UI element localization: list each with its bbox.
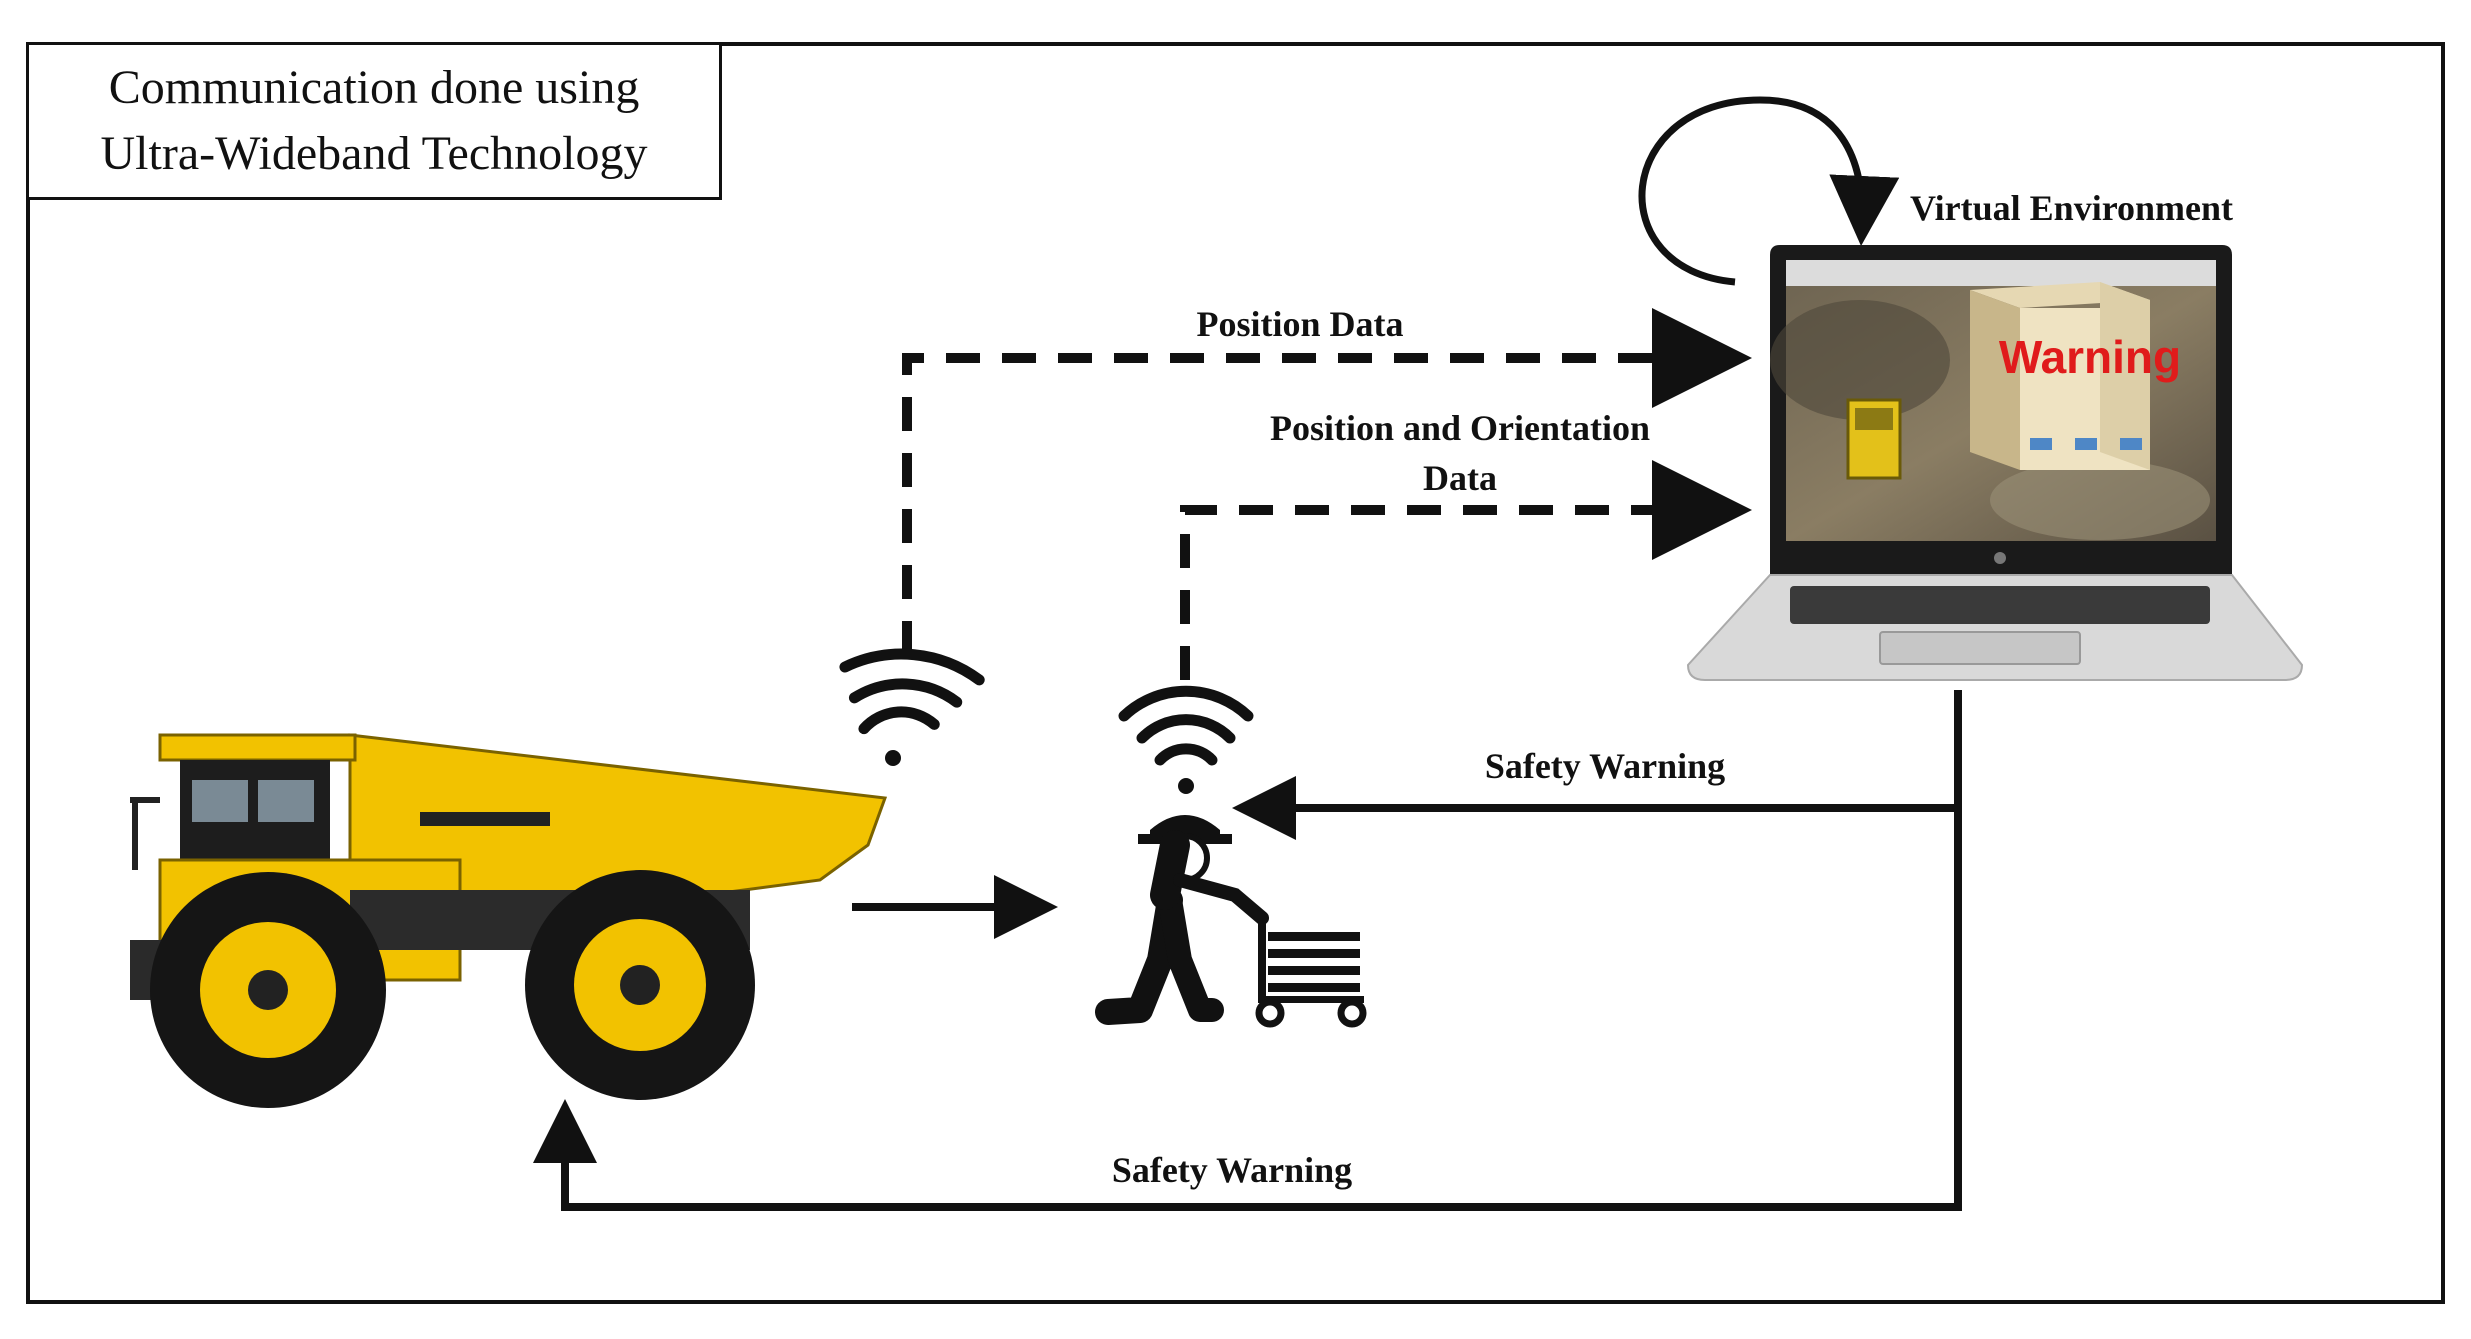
safety-warning-truck-link <box>533 808 1962 1211</box>
virtual-warning-zone <box>1970 282 2150 470</box>
legend-line-2: Ultra-Wideband Technology <box>100 127 648 180</box>
laptop-screen-titlebar <box>1786 260 2216 286</box>
virtual-truck-icon <box>1846 398 1902 480</box>
position-orientation-label-line-2: Data <box>1423 458 1497 498</box>
position-orientation-label-line-1: Position and Orientation <box>1270 408 1650 448</box>
haul-truck-icon <box>130 733 888 1108</box>
legend-line-1: Communication done using <box>108 61 640 114</box>
truck-wifi-icon <box>839 648 985 766</box>
laptop-icon: Warning <box>1686 245 2304 681</box>
safety-warning-truck-label: Safety Warning <box>1112 1150 1352 1190</box>
position-data-link <box>902 308 1752 655</box>
position-orientation-link <box>1180 460 1752 680</box>
virtual-environment-label: Virtual Environment <box>1910 188 2233 228</box>
position-data-label: Position Data <box>1197 304 1404 344</box>
screen-warning-text: Warning <box>1999 331 2181 383</box>
cart-icon <box>1247 906 1367 1028</box>
laptop-trackpad <box>1879 631 2081 665</box>
worker-wifi-icon <box>1118 685 1254 794</box>
virtual-environment-loop-arrow <box>1638 96 1900 286</box>
laptop-keyboard <box>1790 586 2210 624</box>
legend-box: Communication done using Ultra-Wideband … <box>26 42 722 200</box>
worker-icon <box>1095 815 1269 1025</box>
safety-warning-worker-label: Safety Warning <box>1485 746 1725 786</box>
diagram-frame <box>26 42 2445 1304</box>
